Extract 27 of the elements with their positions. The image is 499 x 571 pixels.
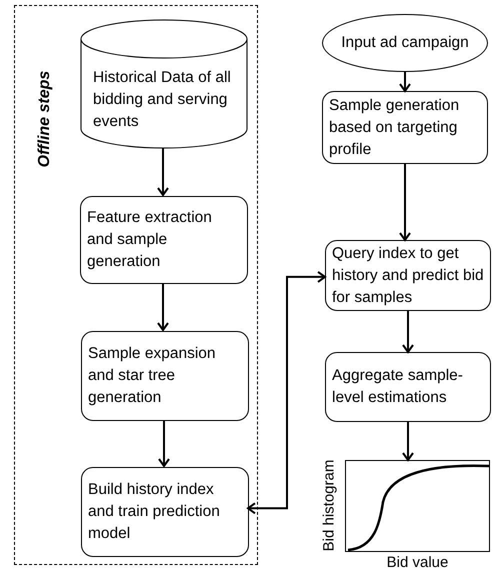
process-box bbox=[325, 240, 491, 311]
arrow bbox=[157, 148, 169, 196]
arrow bbox=[399, 164, 411, 241]
arrow bbox=[158, 420, 170, 467]
arrow bbox=[399, 72, 411, 92]
database-cylinder bbox=[80, 19, 248, 149]
axis-label: Bid histogram bbox=[322, 458, 336, 554]
node-text: Historical Data of all bidding and serving events bbox=[93, 68, 232, 132]
process-box bbox=[322, 91, 488, 164]
arrow bbox=[157, 283, 169, 331]
axis-label: Bid value bbox=[386, 555, 450, 570]
offline-group-frame bbox=[14, 5, 258, 565]
arrow bbox=[402, 311, 414, 353]
node-text: Feature extraction and sample generation bbox=[87, 208, 213, 272]
arrow bbox=[402, 422, 414, 461]
process-box bbox=[81, 467, 249, 557]
node-text: Query index to get history and predict bid for samples bbox=[332, 244, 484, 308]
group-heading: Offline steps bbox=[37, 70, 53, 170]
node-text: Sample generation based on targeting profile bbox=[329, 96, 460, 160]
node-text: Build history index and train prediction model bbox=[88, 480, 221, 544]
node-text: Input ad campaign bbox=[341, 33, 469, 53]
arrow bbox=[247, 270, 326, 514]
process-box bbox=[80, 196, 248, 284]
process-box bbox=[81, 331, 249, 421]
node-text: Sample expansion and star tree generation bbox=[88, 344, 217, 408]
node-text: Aggregate sample-level estimations bbox=[332, 366, 464, 408]
process-box bbox=[325, 352, 491, 422]
